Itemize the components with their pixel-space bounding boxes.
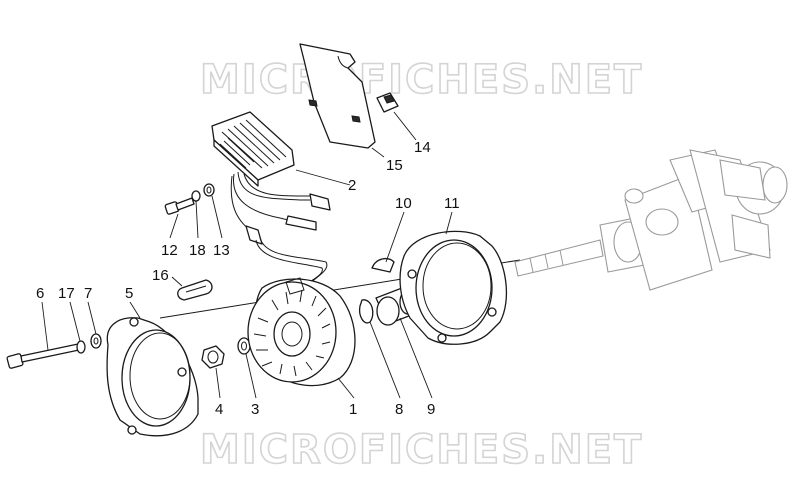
label-7: 7: [84, 285, 92, 302]
label-6: 6: [36, 285, 44, 302]
regulator-wiring: [230, 171, 331, 291]
circlip: [358, 299, 374, 324]
label-1: 1: [349, 401, 357, 418]
label-12: 12: [161, 242, 178, 259]
washer-7: [90, 333, 102, 349]
grommet: [177, 279, 213, 301]
woodruff-key: [371, 257, 395, 273]
label-5: 5: [125, 285, 133, 302]
watermark-top: MICROFICHES.NET: [200, 57, 643, 103]
washer-13: [203, 183, 215, 197]
label-14: 14: [414, 139, 431, 156]
washer-18: [191, 190, 201, 202]
label-16: 16: [152, 267, 169, 284]
crankshaft: [514, 149, 788, 291]
clip: [376, 92, 399, 113]
front-cover: [106, 317, 199, 437]
leader-lines: [41, 111, 453, 399]
label-8: 8: [395, 401, 403, 418]
label-9: 9: [427, 401, 435, 418]
label-4: 4: [215, 401, 223, 418]
label-15: 15: [386, 157, 403, 174]
nut: [201, 345, 225, 369]
label-10: 10: [395, 195, 412, 212]
stator: [247, 277, 356, 387]
long-bolt: [6, 343, 80, 369]
voltage-regulator: [211, 111, 295, 187]
mounting-plate: [299, 43, 376, 149]
label-2: 2: [348, 177, 356, 194]
watermark-bottom: MICROFICHES.NET: [200, 427, 643, 473]
washer-17: [76, 340, 86, 354]
label-17: 17: [58, 285, 75, 302]
label-11: 11: [444, 195, 460, 212]
rear-cover: [399, 230, 508, 345]
part-labels: 2 15 14 12 18 13 16 6 17 7 5 4 3 1 8 9 1…: [36, 139, 460, 418]
label-13: 13: [213, 242, 230, 259]
regulator-screw: [164, 197, 195, 215]
label-3: 3: [251, 401, 259, 418]
label-18: 18: [189, 242, 206, 259]
